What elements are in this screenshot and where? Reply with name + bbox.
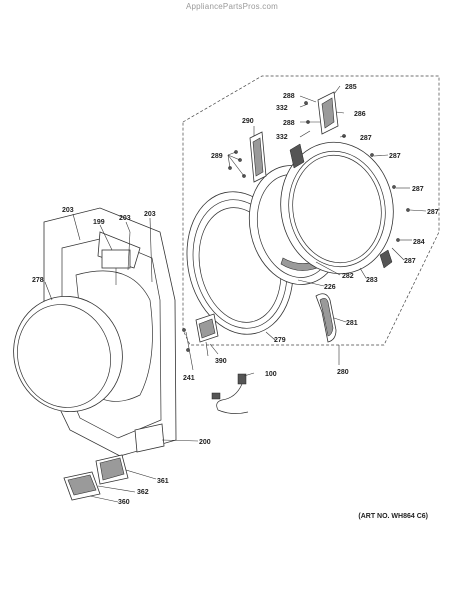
door-handle (315, 293, 337, 343)
part-label-361: 361 (157, 478, 169, 485)
part-label-200: 200 (199, 439, 211, 446)
hinge-parts (249, 91, 339, 183)
part-label-362: 362 (137, 489, 149, 496)
part-label-360: 360 (118, 499, 130, 506)
part-label-203: 203 (62, 207, 74, 214)
part-label-203: 203 (119, 215, 131, 222)
inner-door-frame (280, 141, 394, 275)
part-label-287: 287 (404, 258, 416, 265)
part-label-286: 286 (354, 111, 366, 118)
part-label-279: 279 (274, 337, 286, 344)
door-lock (195, 313, 219, 357)
part-label-241: 241 (183, 375, 195, 382)
leader-lines (44, 85, 427, 503)
art-number: (ART NO. WH864 C6) (358, 513, 428, 520)
part-label-199: 199 (93, 219, 105, 226)
part-label-287: 287 (427, 209, 439, 216)
door-assembly-boundary (182, 75, 440, 365)
part-label-281: 281 (346, 320, 358, 327)
dispenser-parts (63, 454, 129, 501)
part-label-289: 289 (211, 153, 223, 160)
part-label-332: 332 (276, 105, 288, 112)
part-label-287: 287 (412, 186, 424, 193)
part-label-287: 287 (360, 135, 372, 142)
part-label-278: 278 (32, 277, 44, 284)
part-label-226: 226 (324, 284, 336, 291)
door-gasket (13, 295, 123, 413)
part-label-288: 288 (283, 93, 295, 100)
watermark: AppliancePartsPros.com (186, 2, 278, 11)
part-label-282: 282 (342, 273, 354, 280)
wire-harness (211, 373, 249, 414)
part-label-290: 290 (242, 118, 254, 125)
part-label-285: 285 (345, 84, 357, 91)
part-label-287: 287 (389, 153, 401, 160)
part-label-203: 203 (144, 211, 156, 218)
part-label-283: 283 (366, 277, 378, 284)
part-label-284: 284 (413, 239, 425, 246)
part-number-labels: 285 288 332 286 288 332 287 290 289 287 … (32, 84, 439, 506)
part-label-332: 332 (276, 134, 288, 141)
part-label-280: 280 (337, 369, 349, 376)
part-label-390: 390 (215, 358, 227, 365)
part-label-100: 100 (265, 371, 277, 378)
part-label-288: 288 (283, 120, 295, 127)
